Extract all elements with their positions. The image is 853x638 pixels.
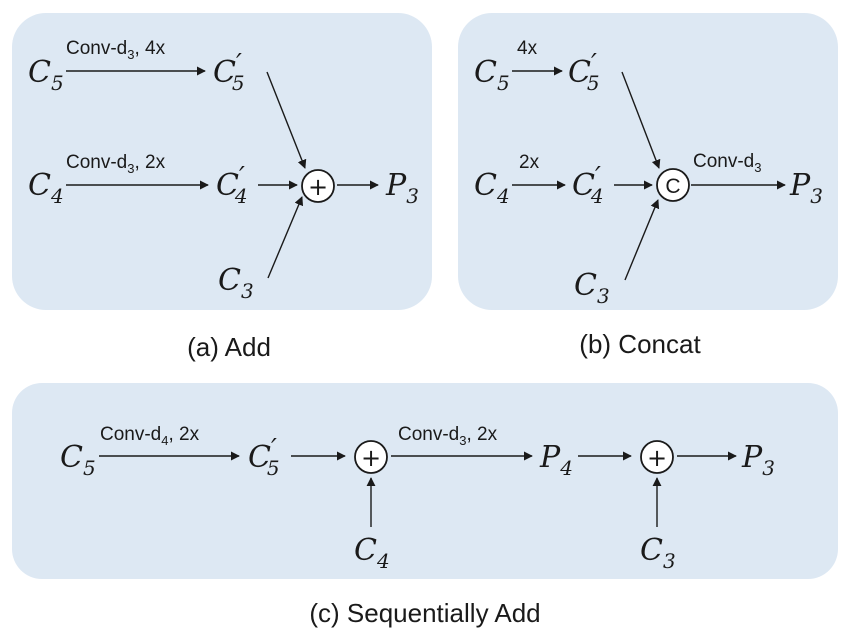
panel-c: C5 Conv-d4, 2x C′5 + C4 Conv-d3, 2x P4 + bbox=[60, 424, 775, 573]
add-operator-a bbox=[301, 169, 335, 203]
node-b-c5: C5 bbox=[474, 55, 510, 95]
edge-label-a-1: Conv-d3, 4x bbox=[66, 38, 166, 62]
edge-label-b-2: 2x bbox=[519, 152, 540, 173]
node-a-c5-prime: C′5 bbox=[213, 49, 245, 95]
node-c-c3: C3 bbox=[640, 533, 676, 573]
node-a-c4: C4 bbox=[28, 168, 64, 208]
add-symbol-icon: + bbox=[308, 173, 328, 201]
node-c-c5: C5 bbox=[60, 440, 96, 480]
add-operator-c-2 bbox=[640, 440, 674, 474]
node-b-c5-prime: C′5 bbox=[568, 49, 600, 95]
node-c-p4: P4 bbox=[539, 440, 573, 480]
caption-a: (a) Add bbox=[187, 332, 271, 362]
node-c-c4: C4 bbox=[354, 533, 390, 573]
edge-label-c-1: Conv-d4, 2x bbox=[100, 424, 200, 448]
caption-b: (b) Concat bbox=[579, 329, 701, 359]
node-a-c3: C3 bbox=[218, 263, 254, 303]
node-a-p3: P3 bbox=[385, 168, 419, 208]
add-symbol-icon: + bbox=[361, 444, 381, 472]
panel-c-background bbox=[12, 383, 838, 579]
panel-b: C5 4x C′5 C4 2x C′4 C3 C Conv-d3 bbox=[474, 38, 823, 308]
caption-c: (c) Sequentially Add bbox=[309, 598, 540, 628]
node-a-c5: C5 bbox=[28, 55, 64, 95]
node-b-c4: C4 bbox=[474, 168, 510, 208]
node-c-p3: P3 bbox=[741, 440, 775, 480]
add-operator-c-1 bbox=[354, 440, 388, 474]
node-b-c4-prime: C′4 bbox=[572, 162, 604, 208]
node-a-c4-prime: C′4 bbox=[216, 162, 248, 208]
node-c-c5-prime: C′5 bbox=[248, 434, 280, 480]
edge-label-a-2: Conv-d3, 2x bbox=[66, 152, 166, 176]
concat-symbol-icon: C bbox=[665, 175, 680, 198]
add-symbol-icon: + bbox=[647, 444, 667, 472]
arrow-a-c3-add bbox=[267, 196, 304, 279]
node-b-c3: C3 bbox=[574, 268, 610, 308]
arrow-b-c3-concat bbox=[624, 199, 660, 281]
edge-label-c-2: Conv-d3, 2x bbox=[398, 424, 498, 448]
arrow-a-c5p-add bbox=[266, 71, 307, 169]
panel-a: C5 Conv-d3, 4x C′5 C4 Conv-d3, 2x C′4 C3 bbox=[28, 38, 419, 303]
edge-label-b-3: Conv-d3 bbox=[693, 151, 761, 175]
concat-operator-b bbox=[656, 168, 690, 202]
panel-a-background bbox=[12, 13, 432, 310]
arrow-b-c5p-concat bbox=[621, 71, 661, 169]
node-b-p3: P3 bbox=[789, 168, 823, 208]
edge-label-b-1: 4x bbox=[517, 38, 538, 59]
panel-b-background bbox=[458, 13, 838, 310]
